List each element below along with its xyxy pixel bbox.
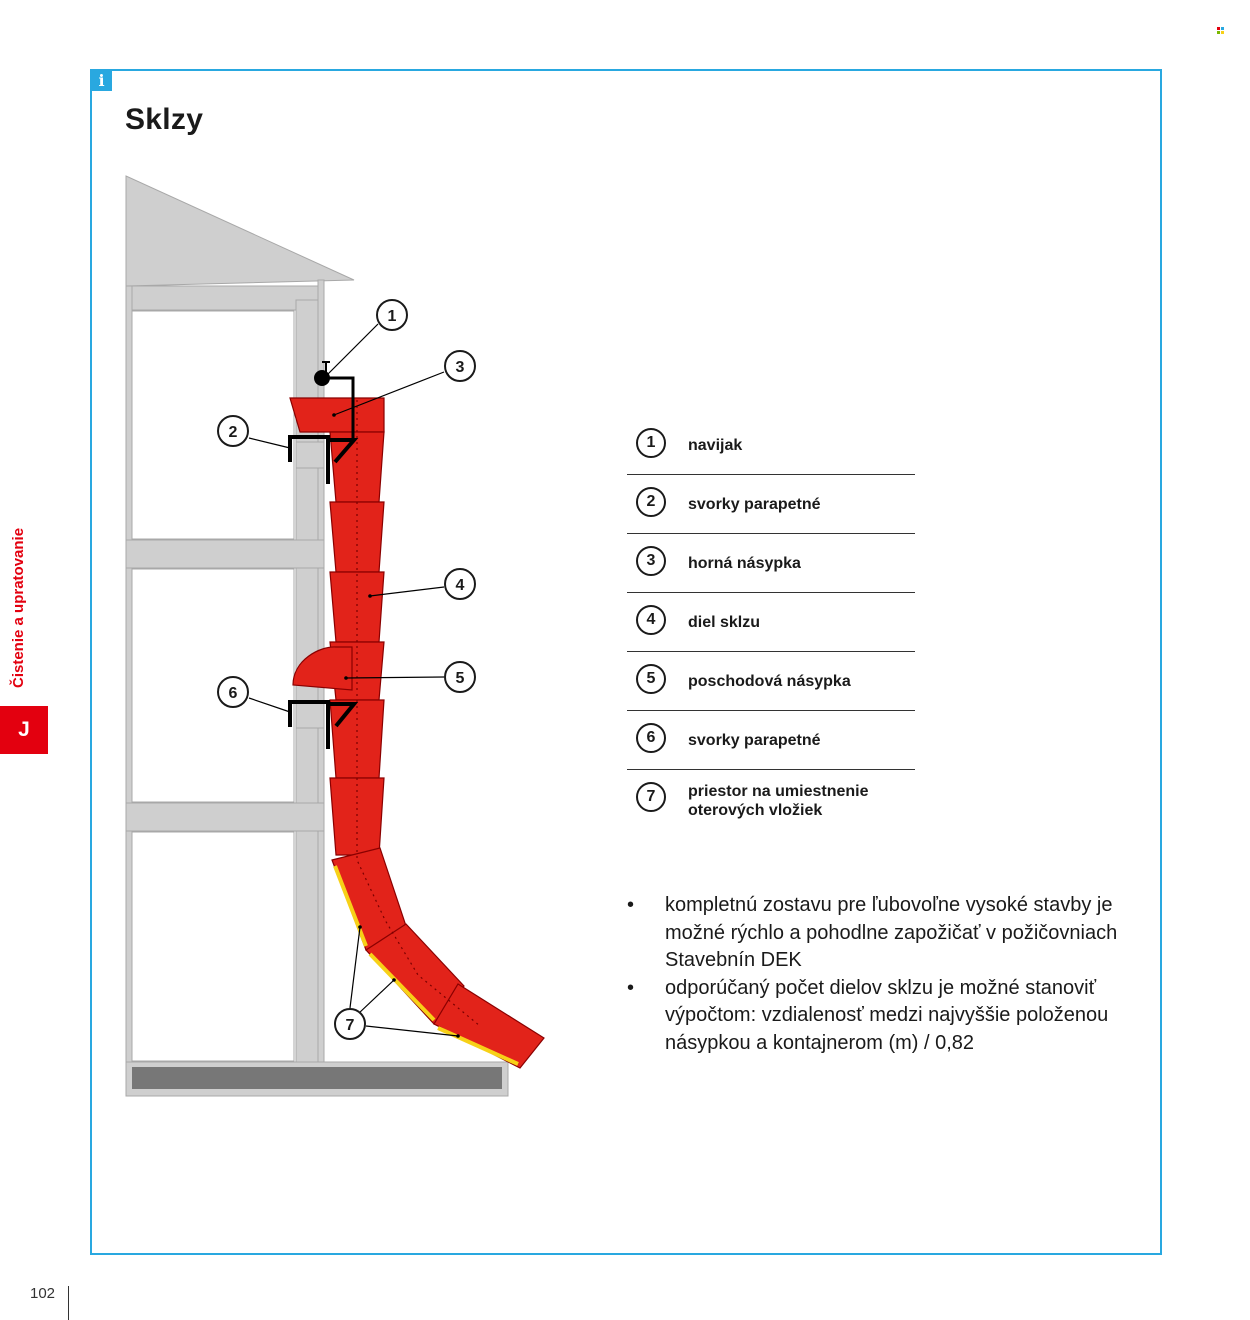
roof [125,175,355,287]
chute-segment [329,501,385,573]
floor-slab-2 [125,802,325,832]
parapet-2 [295,701,325,729]
legend: 1 navijak 2 svorky parapetné 3 horná nás… [627,416,915,832]
legend-label: svorky parapetné [688,732,821,749]
legend-label: svorky parapetné [688,496,821,513]
bullet-marker: • [627,894,635,916]
bullet-text: kompletnú zostavu pre ľubovoľne vysoké s… [665,894,1118,971]
legend-item: 1 navijak [627,416,915,475]
callout-4: 4 [456,577,465,594]
parapet-clamp-top [288,435,359,484]
callout-7: 7 [346,1017,355,1034]
legend-label: navijak [688,437,743,454]
parapet-1 [295,441,325,469]
callout-1: 1 [388,308,397,325]
bullet-text: odporúčaný počet dielov sklzu je možné s… [665,976,1109,1054]
winch-drum [314,370,330,386]
parapet-clamp-bottom [288,700,359,749]
bullet-item: • odporúčaný počet dielov sklzu je možné… [627,975,1147,1058]
callout-5: 5 [456,670,465,687]
building-back-wall [125,285,133,1065]
chute-segment [329,777,385,856]
floor-slab-1 [125,539,325,569]
info-icon: i [91,70,112,91]
legend-item: 7 priestor na umiestnenie oterových vlož… [627,770,915,832]
legend-number: 1 [636,428,666,458]
legend-item: 3 horná násypka [627,534,915,593]
legend-number: 3 [636,546,666,576]
chute-bottom-segment [433,983,545,1069]
wear-inserts [333,865,519,1066]
callout-2: 2 [229,424,238,441]
page-number: 102 [30,1285,56,1302]
bullet-list: • kompletnú zostavu pre ľubovoľne vysoké… [627,892,1147,1057]
callout-3: 3 [456,359,465,376]
info-frame [90,69,1162,1255]
legend-number: 6 [636,723,666,753]
bullet-marker: • [627,976,635,999]
attic-floor [125,285,319,311]
leader-lines [248,323,459,1037]
windows [131,310,295,1062]
ground-dark-strip [132,1067,502,1089]
legend-number: 5 [636,664,666,694]
legend-number: 7 [636,782,666,812]
legend-item: 6 svorky parapetné [627,711,915,770]
callout-6: 6 [229,685,238,702]
page-number-rule [68,1286,69,1320]
page-title: Sklzy [125,103,204,136]
brand-logo [1217,27,1224,34]
floor-hopper [292,646,353,691]
legend-item: 2 svorky parapetné [627,475,915,534]
legend-label: diel sklzu [688,614,761,631]
legend-number: 4 [636,605,666,635]
legend-item: 4 diel sklzu [627,593,915,652]
legend-label: horná násypka [688,555,801,572]
top-hopper [289,397,385,433]
chute-dotted-line [356,400,481,1027]
bullet-item: • kompletnú zostavu pre ľubovoľne vysoké… [627,892,1147,975]
legend-item: 5 poschodová násypka [627,652,915,711]
section-letter-badge: J [0,706,48,754]
leader-dots [332,413,460,1038]
legend-label: priestor na umiestnenie oterových vložie… [688,783,869,819]
chute-segment [329,571,385,643]
legend-number: 2 [636,487,666,517]
callout-circles [217,299,476,1040]
legend-label: poschodová násypka [688,673,851,690]
winch [322,361,355,440]
